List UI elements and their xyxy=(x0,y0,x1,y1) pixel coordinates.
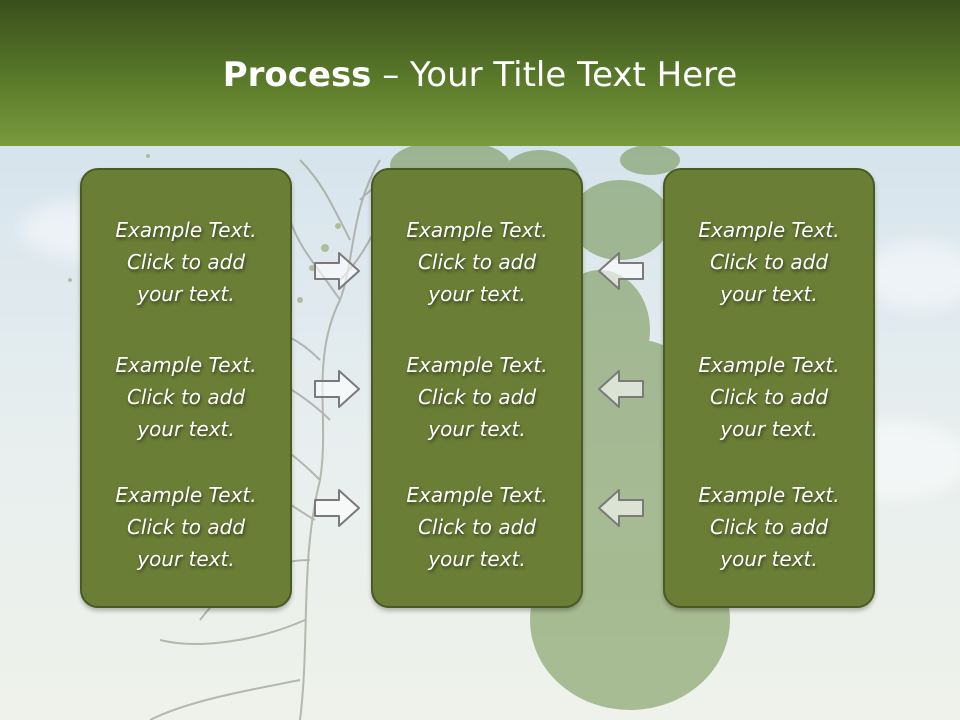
text-line: Example Text. xyxy=(115,353,257,377)
text-line: Click to add xyxy=(417,515,537,539)
text-line: Click to add xyxy=(709,385,829,409)
text-line: Click to add xyxy=(126,515,246,539)
bare-tree-branches xyxy=(149,159,421,720)
text-line: your text. xyxy=(137,547,235,571)
arrow-left-icon xyxy=(598,489,644,527)
text-placeholder[interactable]: Example Text. Click to add your text. xyxy=(373,349,581,445)
text-line: Click to add xyxy=(126,385,246,409)
text-line: Example Text. xyxy=(115,483,257,507)
text-placeholder[interactable]: Example Text. Click to add your text. xyxy=(373,479,581,575)
text-line: Click to add xyxy=(709,515,829,539)
arrow-right-icon xyxy=(314,252,360,290)
text-line: your text. xyxy=(428,547,526,571)
text-line: Example Text. xyxy=(698,218,840,242)
text-placeholder[interactable]: Example Text. Click to add your text. xyxy=(82,479,290,575)
cloud xyxy=(860,240,960,310)
text-line: Example Text. xyxy=(406,353,548,377)
arrow-left-icon xyxy=(598,252,644,290)
text-line: Click to add xyxy=(126,250,246,274)
text-line: Click to add xyxy=(417,385,537,409)
process-box-left[interactable]: Example Text. Click to add your text. Ex… xyxy=(80,168,292,608)
text-placeholder[interactable]: Example Text. Click to add your text. xyxy=(665,214,873,310)
text-line: Example Text. xyxy=(406,483,548,507)
slide-title[interactable]: Process – Your Title Text Here xyxy=(0,52,960,98)
title-bold-text: Process xyxy=(222,55,372,95)
text-placeholder[interactable]: Example Text. Click to add your text. xyxy=(82,349,290,445)
text-placeholder[interactable]: Example Text. Click to add your text. xyxy=(373,214,581,310)
text-placeholder[interactable]: Example Text. Click to add your text. xyxy=(665,349,873,445)
text-line: Click to add xyxy=(709,250,829,274)
text-line: your text. xyxy=(428,417,526,441)
text-line: your text. xyxy=(137,282,235,306)
text-line: Example Text. xyxy=(698,353,840,377)
title-rest-text: – Your Title Text Here xyxy=(371,55,738,95)
text-line: your text. xyxy=(720,282,818,306)
text-line: your text. xyxy=(137,417,235,441)
text-placeholder[interactable]: Example Text. Click to add your text. xyxy=(665,479,873,575)
arrow-right-icon xyxy=(314,489,360,527)
text-line: Example Text. xyxy=(406,218,548,242)
text-line: your text. xyxy=(720,547,818,571)
text-line: your text. xyxy=(720,417,818,441)
arrow-right-icon xyxy=(314,370,360,408)
text-line: Click to add xyxy=(417,250,537,274)
text-line: your text. xyxy=(428,282,526,306)
text-placeholder[interactable]: Example Text. Click to add your text. xyxy=(82,214,290,310)
arrow-left-icon xyxy=(598,370,644,408)
process-box-center[interactable]: Example Text. Click to add your text. Ex… xyxy=(371,168,583,608)
process-box-right[interactable]: Example Text. Click to add your text. Ex… xyxy=(663,168,875,608)
text-line: Example Text. xyxy=(115,218,257,242)
text-line: Example Text. xyxy=(698,483,840,507)
title-banner xyxy=(0,0,960,146)
